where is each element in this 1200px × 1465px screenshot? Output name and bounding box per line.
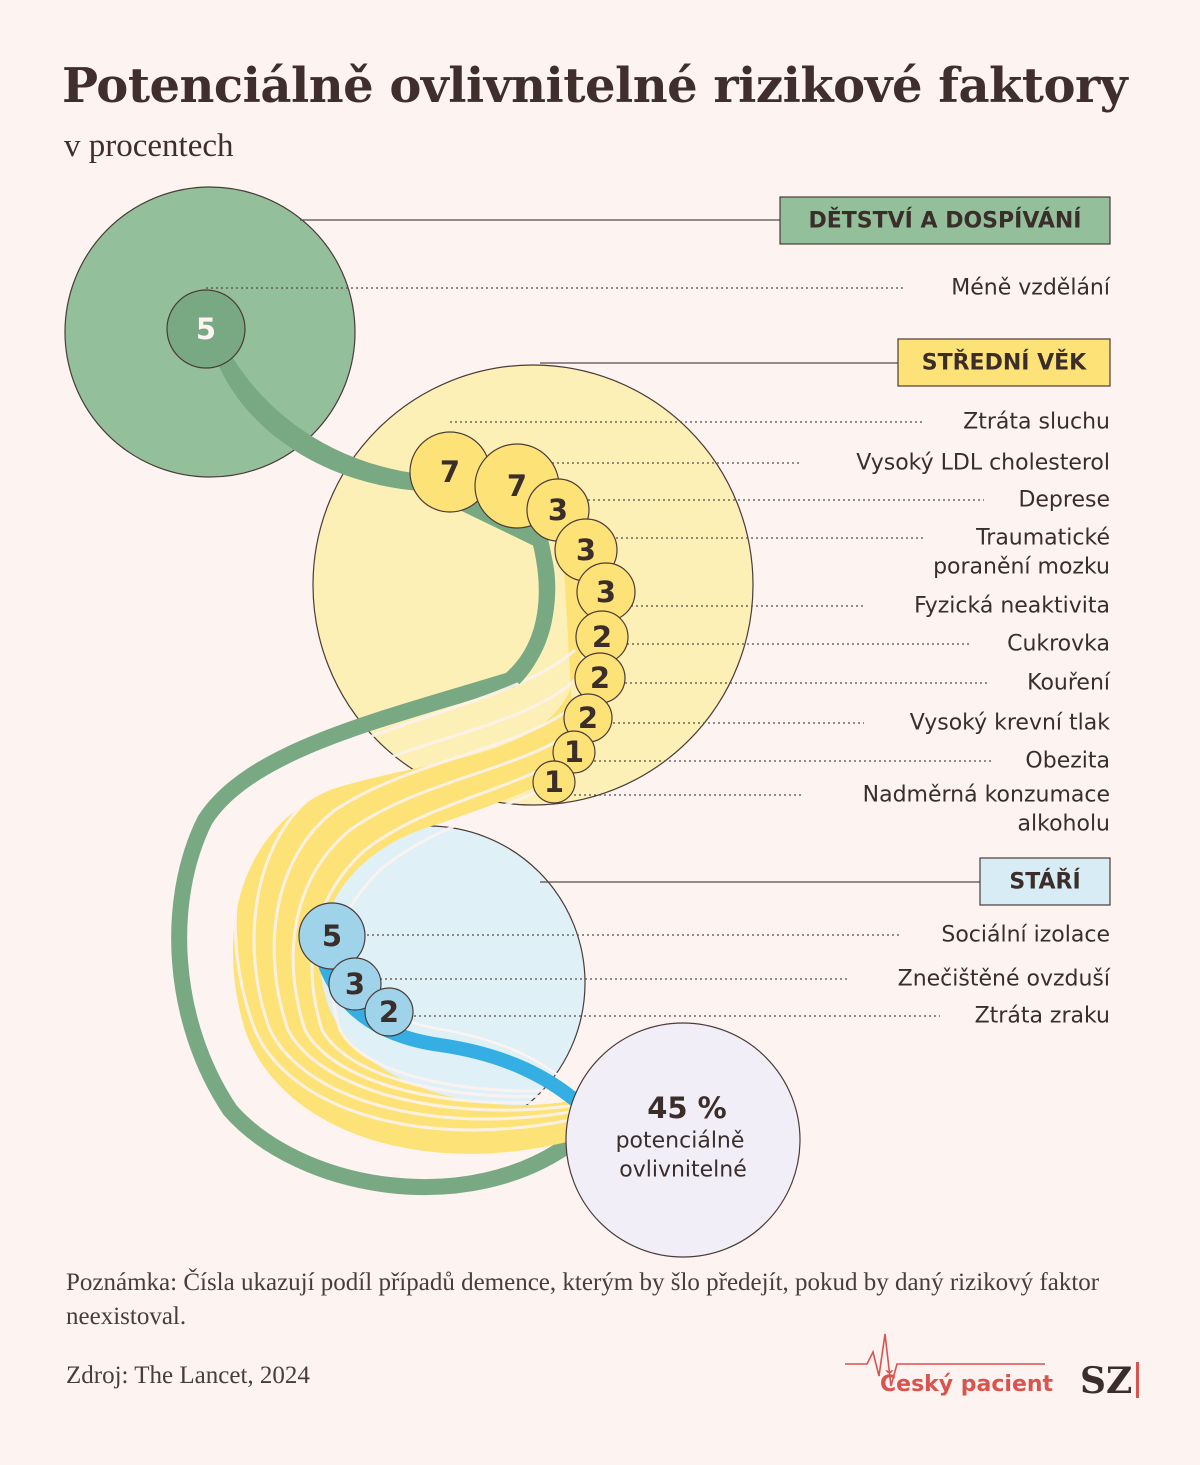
factor-1-8-bubble bbox=[552, 730, 596, 774]
factor-1-5-value: 2 bbox=[592, 620, 612, 654]
factor-0-0-value: 5 bbox=[196, 312, 216, 346]
factor-1-3-value: 3 bbox=[576, 533, 596, 567]
flow-midlife-green bbox=[510, 521, 556, 685]
factor-2-1-value: 3 bbox=[345, 967, 365, 1001]
stage-box-midlife bbox=[897, 338, 1111, 387]
factor-1-9-label: Nadměrná konzumace bbox=[863, 783, 1110, 808]
factor-2-2-value: 2 bbox=[379, 995, 399, 1029]
brand-logo: Český pacient bbox=[880, 1372, 1054, 1397]
factor-2-0-value: 5 bbox=[322, 919, 342, 953]
factor-1-7-label: Vysoký krevní tlak bbox=[910, 711, 1110, 736]
factor-1-9-value: 1 bbox=[544, 765, 564, 799]
factor-1-5-label: Cukrovka bbox=[1007, 632, 1110, 657]
factor-2-2-label: Ztráta zraku bbox=[975, 1004, 1110, 1029]
factor-1-8-label: Obezita bbox=[1025, 749, 1110, 774]
total-line2: ovlivnitelné bbox=[619, 1158, 747, 1183]
factor-1-6-label: Kouření bbox=[1027, 671, 1111, 696]
factor-0-0-bubble bbox=[166, 289, 246, 369]
factor-0-0-label: Méně vzdělání bbox=[951, 276, 1111, 301]
factor-1-9-label: alkoholu bbox=[1018, 812, 1110, 837]
heartbeat-icon bbox=[845, 1333, 1045, 1387]
stage-box-old-age bbox=[979, 857, 1111, 906]
flow-childhood-connector bbox=[219, 359, 426, 491]
page-title: Potenciálně ovlivnitelné rizikové faktor… bbox=[62, 58, 1128, 114]
factor-1-0-label: Ztráta sluchu bbox=[963, 410, 1110, 435]
factor-1-7-value: 2 bbox=[578, 701, 598, 735]
stage-label-old-age: STÁŘÍ bbox=[1009, 869, 1080, 895]
total-value: 45 % bbox=[647, 1091, 727, 1125]
stage-box-childhood bbox=[779, 196, 1111, 245]
factor-1-1-label: Vysoký LDL cholesterol bbox=[856, 451, 1110, 476]
stage-label-childhood: DĚTSTVÍ A DOSPÍVÁNÍ bbox=[809, 208, 1082, 234]
factor-1-6-value: 2 bbox=[590, 661, 610, 695]
factor-1-2-label: Deprese bbox=[1018, 488, 1110, 513]
total-circle bbox=[565, 1022, 801, 1258]
factor-1-2-value: 3 bbox=[548, 493, 568, 527]
source: Zdroj: The Lancet, 2024 bbox=[66, 1362, 310, 1389]
flow-yellow-body bbox=[232, 500, 589, 1154]
factor-2-0-bubble bbox=[298, 902, 366, 970]
factor-1-9-bubble bbox=[532, 760, 576, 804]
factor-1-4-value: 3 bbox=[596, 575, 616, 609]
footnote: Poznámka: Čísla ukazují podíl případů de… bbox=[66, 1269, 1100, 1330]
factor-1-1-value: 7 bbox=[507, 469, 527, 503]
factor-2-0-label: Sociální izolace bbox=[941, 923, 1110, 948]
factor-1-4-label: Fyzická neaktivita bbox=[914, 594, 1110, 619]
factor-2-1-bubble bbox=[328, 957, 382, 1011]
factor-list: 5 Méně vzdělání 7 Ztráta sluchu 7 Vysoký LDL … bbox=[166, 276, 1111, 1037]
factor-1-3-label: Traumatické bbox=[975, 526, 1110, 551]
factor-2-1-label: Znečištěné ovzduší bbox=[898, 967, 1111, 992]
stage-label-midlife: STŘEDNÍ VĚK bbox=[922, 350, 1087, 376]
publisher-logo: SZ bbox=[1080, 1360, 1133, 1402]
factor-1-8-value: 1 bbox=[564, 735, 584, 769]
page-subtitle: v procentech bbox=[64, 128, 234, 164]
factor-1-0-value: 7 bbox=[440, 455, 460, 489]
factor-1-3-label: poranění mozku bbox=[933, 555, 1110, 580]
total-line1: potenciálně bbox=[616, 1129, 745, 1154]
publisher-logo-bar bbox=[1136, 1362, 1139, 1398]
factor-2-2-bubble bbox=[364, 987, 414, 1037]
